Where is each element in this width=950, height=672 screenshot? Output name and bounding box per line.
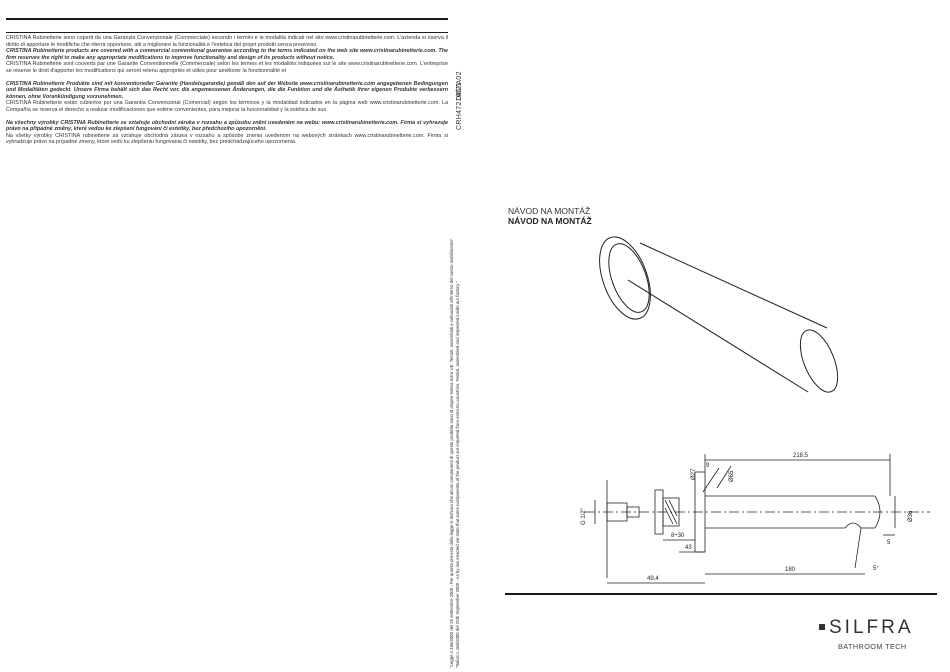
warranty-de: CRISTINA Rubinetterie Produkte sind mit … <box>6 80 448 100</box>
legal-footnote: "Legge n.166/2009 del 25 settembre 2009 … <box>449 68 461 668</box>
warranty-it: CRISTINA Rubinetterie sono coperti da un… <box>6 35 448 48</box>
flange-outer <box>599 236 651 320</box>
dim-label-nine: 9 <box>706 463 710 469</box>
dim-label-range: 8÷30 <box>671 533 685 539</box>
outlet-curve <box>844 522 862 529</box>
warranty-fr: CRISTINA Rubinetterie sont couverts par … <box>6 61 448 74</box>
warranty-en: CRISTINA Rubinetterie products are cover… <box>6 48 448 61</box>
spout-top-edge <box>639 242 828 329</box>
top-rule-2 <box>6 32 448 34</box>
warranty-sk: Na všetky výrobky CRISTINA rubinetterie … <box>6 132 448 146</box>
technical-drawing: 218,5 180 49,4 43 8÷30 9 5 5° Ø27 Ø65 Ø3… <box>581 453 930 584</box>
dim-label-wall: 49,4 <box>647 576 659 582</box>
warranty-cz: Na všechny výrobky CRISTINA Rubinetterie… <box>6 119 448 133</box>
product-illustration <box>599 236 839 393</box>
dim-label-total: 218,5 <box>793 453 809 459</box>
flange-inner <box>608 243 650 313</box>
brand-logo-mark <box>819 624 825 630</box>
mount-body <box>662 497 680 527</box>
warranty-text: CRISTINA Rubinetterie sono coperti da un… <box>6 35 448 146</box>
angle-line <box>854 527 862 569</box>
dim-label-pipe: Ø27 <box>691 468 697 480</box>
leader-pipe <box>702 467 720 493</box>
hatch-1 <box>664 499 678 525</box>
dim-label-angle: 5° <box>873 566 879 572</box>
manual-title: NÁVOD NA MONTÁŽ <box>508 206 591 216</box>
fitting-nut <box>626 506 640 518</box>
dim-label-flange: Ø65 <box>729 470 735 482</box>
dim-label-spout: 180 <box>785 567 796 573</box>
dim-label-outlet: Ø36 <box>908 510 914 522</box>
dim-label-depth: 43 <box>685 545 692 551</box>
brand-tagline: BATHROOM TECH <box>838 642 907 651</box>
warranty-es: CRISTINA Rubinetterie están cubiertos po… <box>6 100 448 113</box>
hatch-3 <box>664 507 674 525</box>
spout-outlet <box>799 329 839 393</box>
spout-end-curve <box>874 495 881 529</box>
bottom-rule <box>505 593 937 595</box>
leader-flange <box>716 465 732 489</box>
dim-label-drop: 5 <box>887 540 891 546</box>
footnote-en: "Italian n.166/2009 del 25th September 2… <box>455 281 461 669</box>
top-rule <box>6 18 448 20</box>
hatch-2 <box>668 499 678 517</box>
brand-name: SILFRA <box>829 617 914 638</box>
dim-label-thread: G 1/2" <box>581 508 587 525</box>
manual-title-bold: NÁVOD NA MONTÁŽ <box>508 216 592 226</box>
spout-bottom-edge <box>627 279 809 393</box>
